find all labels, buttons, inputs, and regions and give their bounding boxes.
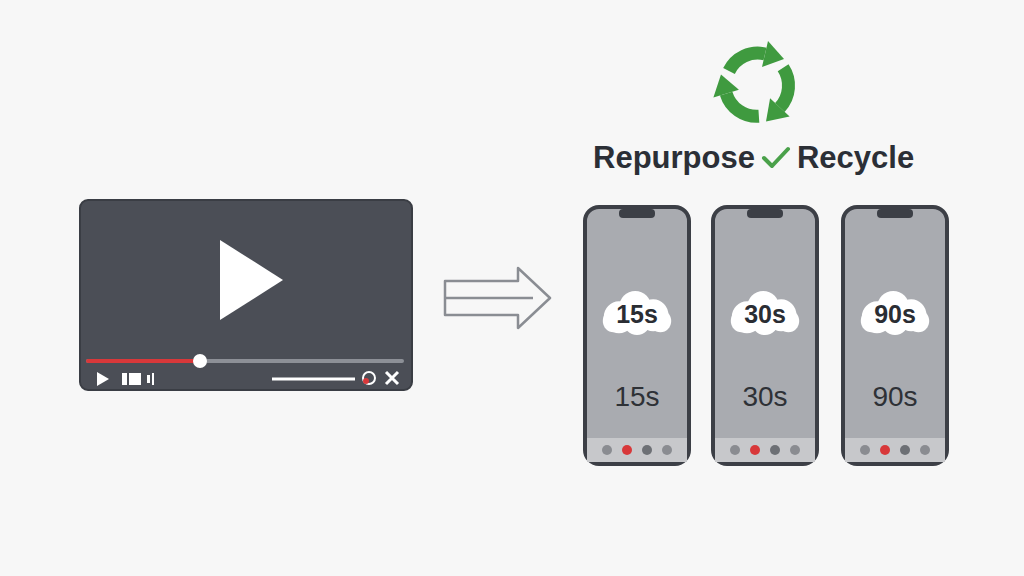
duration-badge: 90s: [859, 289, 931, 336]
phone-frame: 90s 90s: [841, 205, 949, 466]
badge-text: 30s: [729, 300, 801, 329]
duration-badge: 15s: [601, 289, 673, 336]
recycle-icon: [705, 41, 809, 131]
phone-details: [845, 209, 945, 462]
phone-frame: 15s 15s: [583, 205, 691, 466]
heading-word: Recycle: [797, 140, 914, 176]
check-mark: [761, 145, 791, 171]
duration-text: 30s: [715, 381, 815, 413]
phone-details: [715, 209, 815, 462]
phone-frame: 30s 30s: [711, 205, 819, 466]
heading-row: Repurpose Recycle: [593, 140, 914, 176]
duration-text: 15s: [587, 381, 687, 413]
badge-text: 90s: [859, 300, 931, 329]
double-arrow: [445, 268, 550, 328]
badge-text: 15s: [601, 300, 673, 329]
duration-badge: 30s: [729, 289, 801, 336]
phone-details: [587, 209, 687, 462]
heading-word: Repurpose: [593, 140, 755, 176]
duration-text: 90s: [845, 381, 945, 413]
video-player: [80, 200, 412, 390]
